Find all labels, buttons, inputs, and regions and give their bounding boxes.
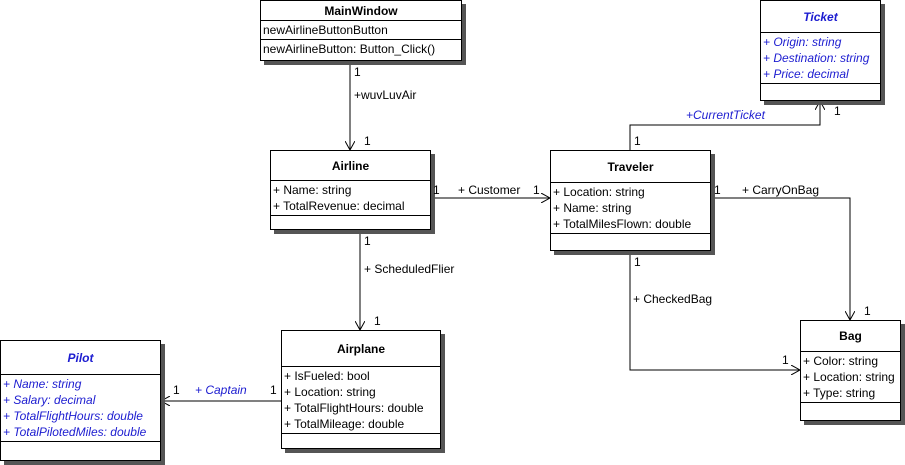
currentticket-source-multiplicity: 1 bbox=[634, 134, 641, 148]
scheduledflier-role-label: + ScheduledFlier bbox=[364, 262, 455, 276]
carryonbag-role-label: + CarryOnBag bbox=[742, 183, 820, 197]
class-airplane-title: Airplane bbox=[282, 331, 440, 367]
attribute-row: + Location: string bbox=[803, 370, 895, 384]
class-bag-title: Bag bbox=[801, 321, 900, 352]
attribute-row: + TotalMileage: double bbox=[284, 417, 405, 431]
currentticket-target-multiplicity: 1 bbox=[834, 104, 841, 118]
class-ticket[interactable]: Ticket + Origin: string + Destination: s… bbox=[760, 0, 881, 101]
attribute-row: + IsFueled: bool bbox=[284, 369, 370, 383]
attribute-row: + Name: string bbox=[273, 183, 352, 197]
attribute-row: + TotalFlightHours: double bbox=[3, 409, 143, 423]
class-ticket-operations bbox=[761, 84, 880, 102]
class-airplane[interactable]: Airplane + IsFueled: bool + Location: st… bbox=[281, 330, 441, 449]
checkedbag-source-multiplicity: 1 bbox=[634, 255, 641, 269]
customer-role-label: + Customer bbox=[458, 183, 521, 197]
class-mainwindow[interactable]: MainWindow newAirlineButtonButton newAir… bbox=[260, 0, 462, 61]
class-airline-title: Airline bbox=[271, 151, 430, 181]
association-checkedbag-line bbox=[629, 250, 800, 370]
class-airline[interactable]: Airline + Name: string + TotalRevenue: d… bbox=[270, 150, 431, 230]
attribute-row: + TotalFlightHours: double bbox=[284, 401, 424, 415]
checkedbag-target-multiplicity: 1 bbox=[782, 353, 789, 367]
attribute-row: + Location: string bbox=[284, 385, 376, 399]
captain-target-multiplicity: 1 bbox=[173, 383, 180, 397]
carryonbag-target-multiplicity: 1 bbox=[864, 304, 871, 318]
class-ticket-title: Ticket bbox=[761, 1, 880, 33]
attribute-row: + TotalRevenue: decimal bbox=[273, 199, 405, 213]
association-carryonbag-line bbox=[710, 197, 850, 320]
customer-source-multiplicity: 1 bbox=[433, 183, 440, 197]
attribute-row: + Color: string bbox=[803, 354, 879, 368]
attribute-row: + Name: string bbox=[3, 377, 82, 391]
attribute-row: + Origin: string bbox=[763, 35, 842, 49]
class-traveler[interactable]: Traveler + Location: string + Name: stri… bbox=[550, 150, 711, 251]
carryonbag-source-multiplicity: 1 bbox=[714, 183, 721, 197]
wuvluvair-target-multiplicity: 1 bbox=[364, 134, 371, 148]
attribute-row: + TotalMilesFlown: double bbox=[553, 217, 692, 231]
scheduledflier-source-multiplicity: 1 bbox=[364, 234, 371, 248]
class-mainwindow-attributes: newAirlineButtonButton bbox=[261, 21, 461, 40]
attribute-row: newAirlineButtonButton bbox=[263, 23, 388, 37]
attribute-row: + Type: string bbox=[803, 386, 876, 400]
class-bag-attributes: + Color: string + Location: string + Typ… bbox=[801, 352, 900, 403]
currentticket-role-label: +CurrentTicket bbox=[686, 108, 765, 122]
class-traveler-operations bbox=[551, 234, 710, 252]
customer-target-multiplicity: 1 bbox=[533, 183, 540, 197]
attribute-row: + Salary: decimal bbox=[3, 393, 96, 407]
class-ticket-attributes: + Origin: string + Destination: string +… bbox=[761, 33, 880, 84]
checkedbag-role-label: + CheckedBag bbox=[633, 292, 713, 306]
wuvluvair-source-multiplicity: 1 bbox=[354, 65, 361, 79]
class-pilot-operations bbox=[1, 442, 160, 460]
attribute-row: + Destination: string bbox=[763, 51, 870, 65]
wuvluvair-role-label: +wuvLuvAir bbox=[354, 88, 417, 102]
class-pilot-title: Pilot bbox=[1, 341, 160, 375]
operation-row: newAirlineButton: Button_Click() bbox=[263, 42, 436, 56]
captain-role-label: + Captain bbox=[195, 383, 247, 397]
attribute-row: + Name: string bbox=[553, 201, 632, 215]
captain-source-multiplicity: 1 bbox=[270, 383, 277, 397]
class-pilot[interactable]: Pilot + Name: string + Salary: decimal +… bbox=[0, 340, 161, 461]
attribute-row: + TotalPilotedMiles: double bbox=[3, 425, 147, 439]
class-pilot-attributes: + Name: string + Salary: decimal + Total… bbox=[1, 375, 160, 442]
class-airplane-attributes: + IsFueled: bool + Location: string + To… bbox=[282, 367, 440, 434]
class-bag[interactable]: Bag + Color: string + Location: string +… bbox=[800, 320, 901, 421]
class-traveler-title: Traveler bbox=[551, 151, 710, 183]
scheduledflier-target-multiplicity: 1 bbox=[374, 314, 381, 328]
class-mainwindow-title: MainWindow bbox=[261, 1, 461, 21]
class-bag-operations bbox=[801, 403, 900, 421]
class-traveler-attributes: + Location: string + Name: string + Tota… bbox=[551, 183, 710, 234]
attribute-row: + Location: string bbox=[553, 185, 645, 199]
class-airplane-operations bbox=[282, 434, 440, 448]
class-mainwindow-operations: newAirlineButton: Button_Click() bbox=[261, 40, 461, 58]
attribute-row: + Price: decimal bbox=[763, 67, 849, 81]
class-airline-operations bbox=[271, 216, 430, 230]
class-airline-attributes: + Name: string + TotalRevenue: decimal bbox=[271, 181, 430, 216]
association-currentticket-line bbox=[629, 101, 820, 150]
